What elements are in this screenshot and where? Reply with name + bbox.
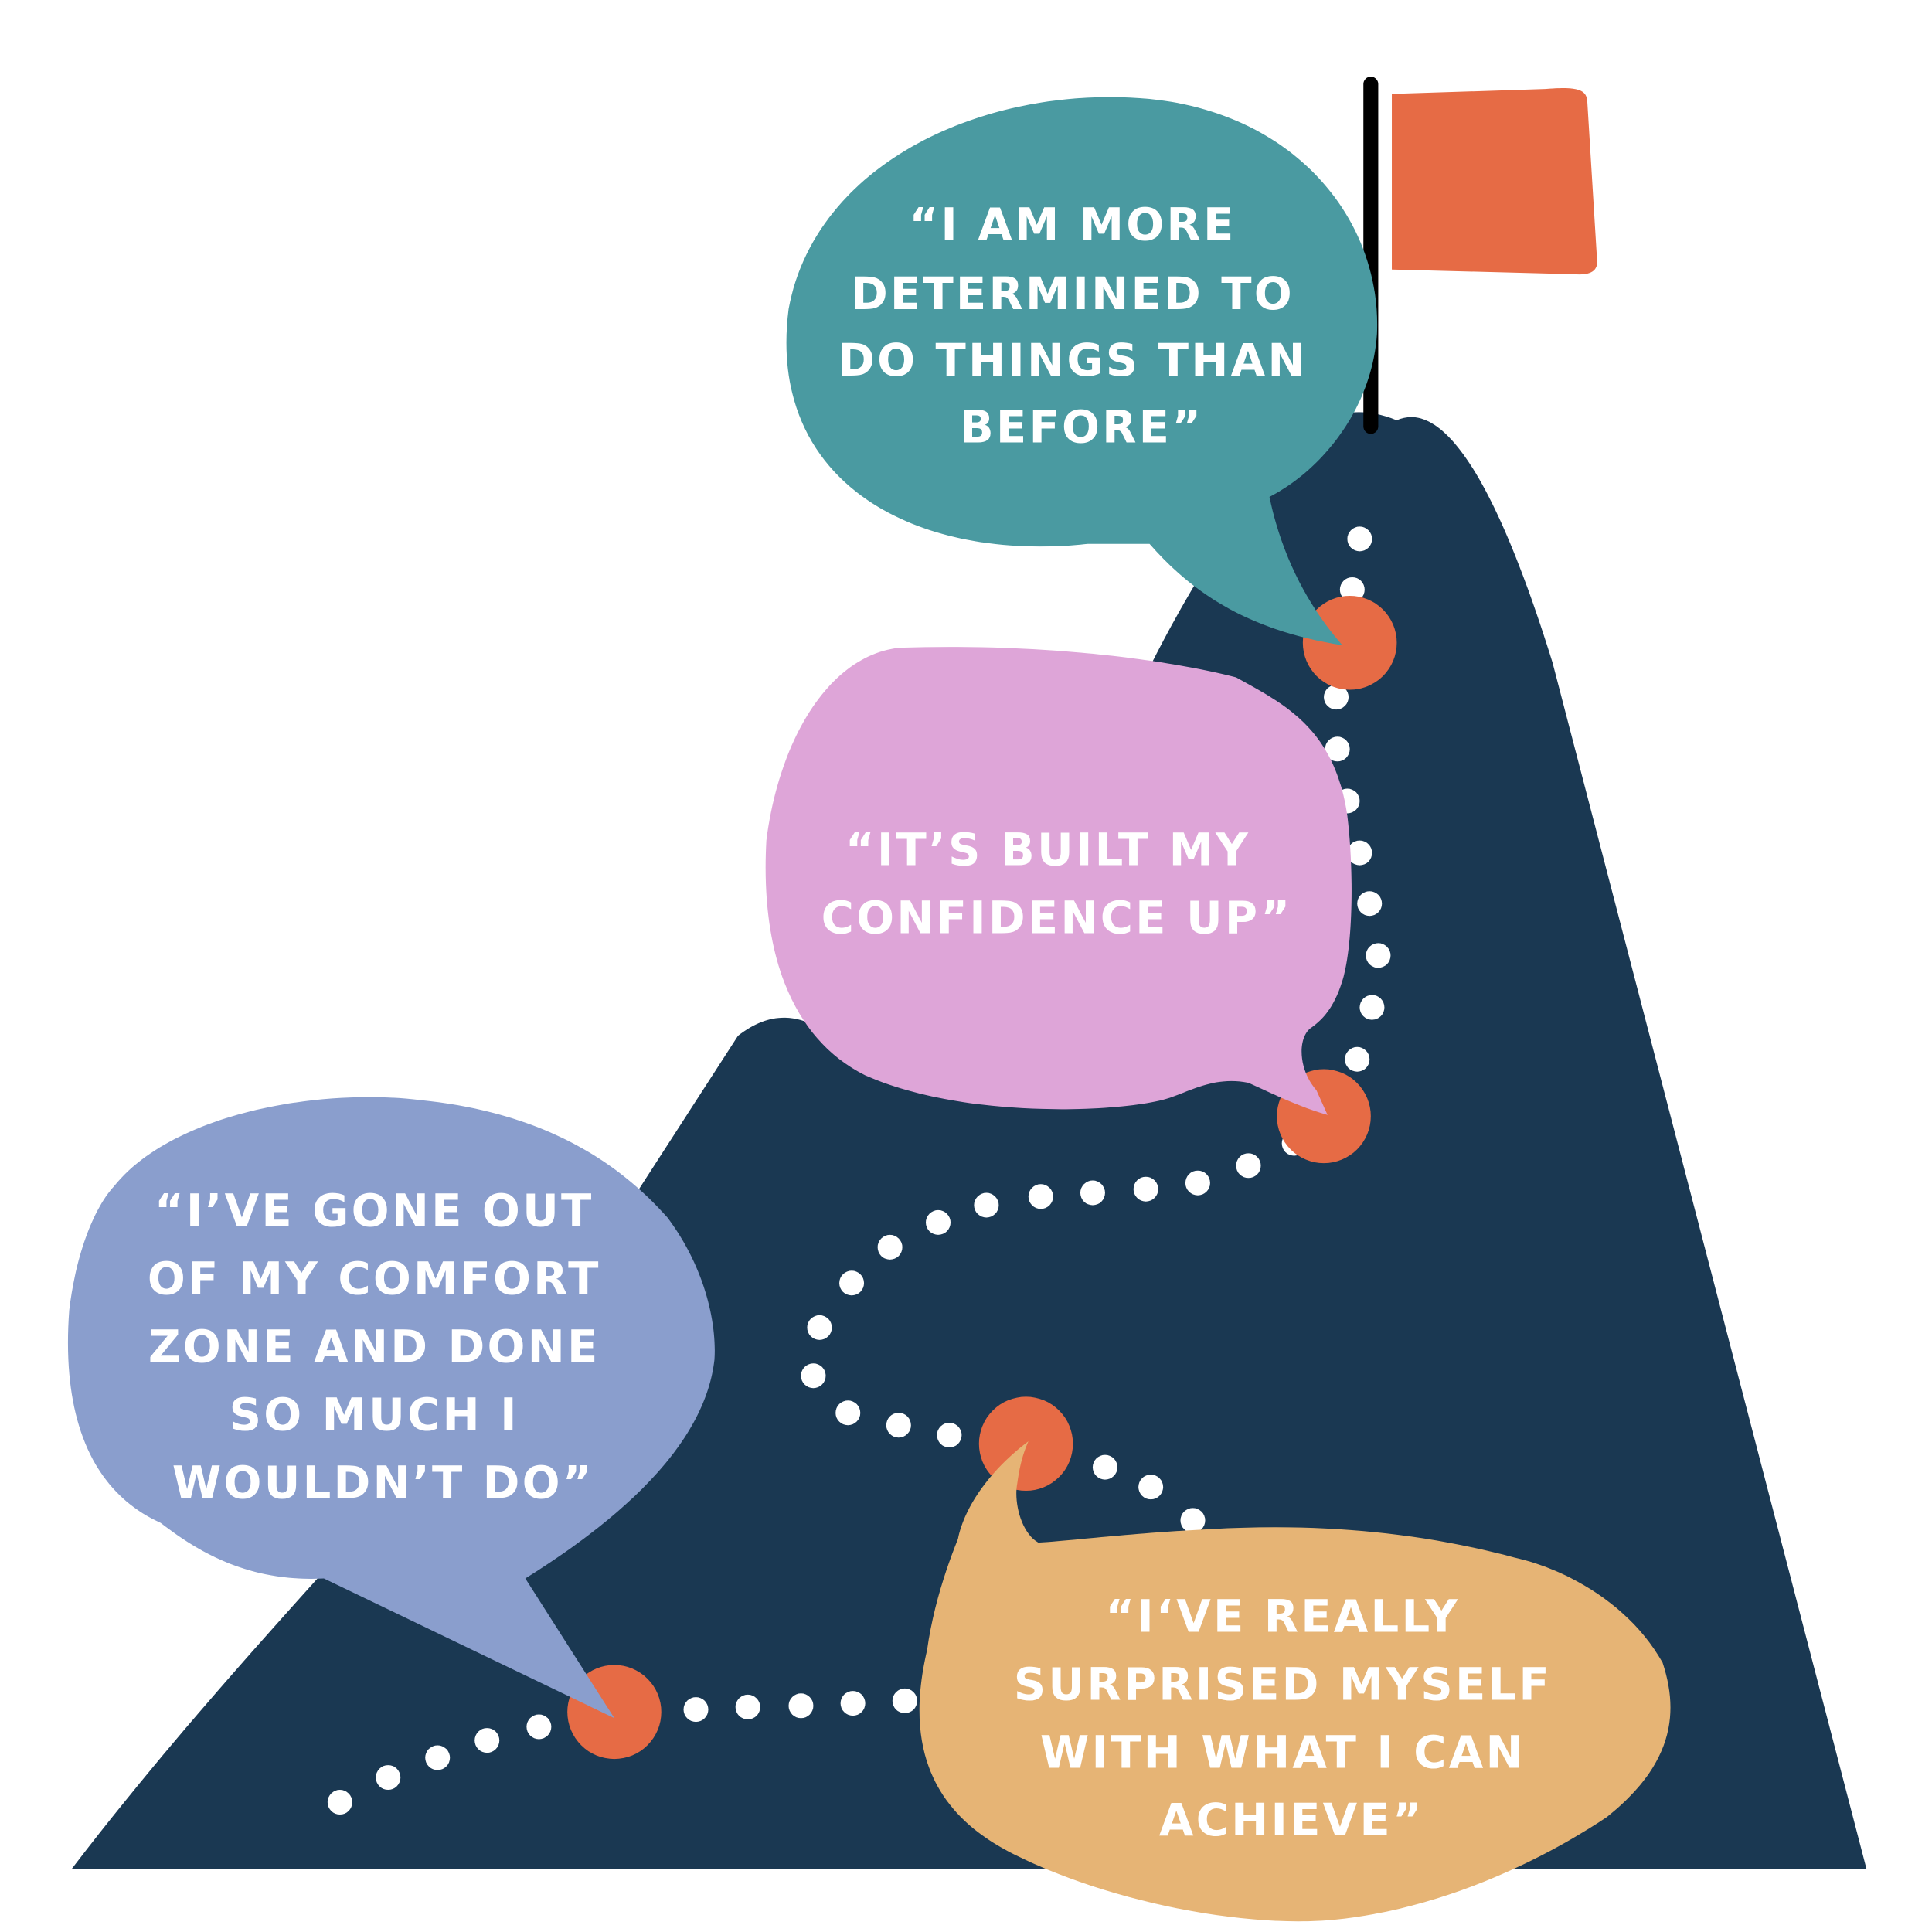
path-dot bbox=[526, 1714, 552, 1740]
quote-line: SO MUCH I bbox=[230, 1389, 519, 1441]
path-dot bbox=[1133, 1176, 1158, 1202]
quote-line: SURPRISED MYSELF bbox=[1014, 1658, 1552, 1710]
quote-line: WITH WHAT I CAN bbox=[1040, 1726, 1526, 1778]
svg-text:“I AM MORE DETERMINED TO: “I AM MORE DETERMINED TO DO THINGS THAN … bbox=[838, 199, 1325, 453]
quote-bubble-surprised: “I‘VE REALLY SURPRISED MYSELF WITH WHAT … bbox=[919, 1441, 1671, 1922]
path-dot bbox=[735, 1694, 760, 1719]
path-dot bbox=[937, 1423, 962, 1448]
path-dot bbox=[1357, 891, 1383, 917]
path-dot bbox=[1324, 685, 1349, 710]
path-dot bbox=[1366, 943, 1391, 968]
path-dot bbox=[327, 1790, 352, 1815]
path-dot bbox=[1236, 1153, 1261, 1179]
quote-line: BEFORE” bbox=[960, 402, 1203, 454]
path-dot bbox=[1325, 736, 1350, 762]
quote-line: “I‘VE REALLY bbox=[1105, 1590, 1460, 1642]
path-dot bbox=[807, 1315, 832, 1340]
quote-line: WOULDN’T DO” bbox=[172, 1458, 594, 1509]
quote-line: ZONE AND DONE bbox=[148, 1321, 600, 1373]
path-dot bbox=[376, 1765, 401, 1791]
path-dot bbox=[1347, 840, 1372, 866]
path-dots bbox=[327, 526, 1391, 1815]
quote-bubble-comfort-zone: “I’VE GONE OUT OF MY COMFORT ZONE AND DO… bbox=[67, 1097, 715, 1719]
quote-line: OF MY COMFORT bbox=[148, 1253, 601, 1305]
path-dot bbox=[1359, 995, 1385, 1020]
path-dot bbox=[1185, 1170, 1210, 1196]
path-dot bbox=[886, 1413, 911, 1438]
quote-bubble-confidence: “IT’S BUILT MY CONFIDENCE UP” bbox=[765, 647, 1352, 1115]
path-dot bbox=[1092, 1454, 1117, 1480]
quote-bubble-determined: “I AM MORE DETERMINED TO DO THINGS THAN … bbox=[786, 97, 1378, 645]
quote-line: “I’VE GONE OUT bbox=[155, 1185, 594, 1237]
quote-line: DO THINGS THAN bbox=[838, 335, 1308, 386]
path-dot bbox=[1080, 1180, 1105, 1206]
svg-text:“IT’S BUILT MY CONFIDENC: “IT’S BUILT MY CONFIDENCE UP” bbox=[821, 825, 1293, 944]
path-dot bbox=[840, 1691, 866, 1716]
svg-text:“I’VE GONE OUT OF MY COM: “I’VE GONE OUT OF MY COMFORT ZONE AND DO… bbox=[148, 1185, 619, 1509]
path-dot bbox=[974, 1192, 999, 1218]
quote-line: “IT’S BUILT MY bbox=[845, 825, 1250, 876]
svg-text:“I‘VE REALLY SURPRISED M: “I‘VE REALLY SURPRISED MYSELF WITH WHAT … bbox=[1014, 1590, 1570, 1846]
summit-flag-icon bbox=[1392, 88, 1597, 275]
path-dot bbox=[835, 1400, 861, 1426]
quote-line: ACHIEVE” bbox=[1159, 1794, 1424, 1846]
path-dot bbox=[474, 1728, 500, 1753]
path-dot bbox=[1339, 577, 1365, 602]
milestone-4 bbox=[1302, 595, 1397, 690]
path-dot bbox=[1345, 1046, 1370, 1072]
path-dot bbox=[683, 1697, 709, 1723]
path-dot bbox=[1180, 1508, 1206, 1533]
path-dot bbox=[926, 1209, 951, 1235]
path-dot bbox=[1138, 1475, 1164, 1500]
path-dot bbox=[877, 1234, 903, 1260]
path-dot bbox=[1347, 526, 1372, 552]
quote-line: DETERMINED TO bbox=[851, 268, 1294, 320]
quote-line: CONFIDENCE UP” bbox=[821, 893, 1293, 944]
quote-line: “I AM MORE bbox=[909, 199, 1236, 250]
path-dot bbox=[801, 1363, 826, 1389]
path-dot bbox=[425, 1745, 451, 1770]
path-dot bbox=[839, 1270, 865, 1296]
path-dot bbox=[892, 1688, 917, 1713]
path-dot bbox=[788, 1693, 814, 1719]
path-dot bbox=[1028, 1184, 1053, 1209]
